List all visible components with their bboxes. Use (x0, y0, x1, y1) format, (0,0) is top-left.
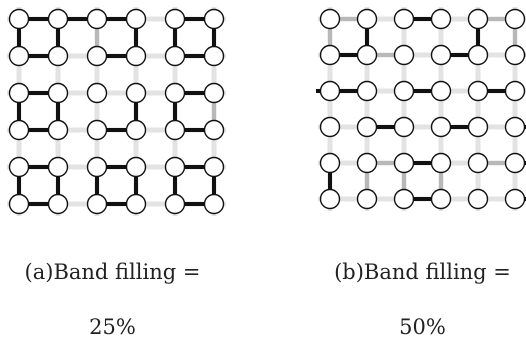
panel-b-lattice (316, 7, 526, 211)
lattice-site (504, 188, 526, 210)
lattice-site (393, 44, 415, 66)
lattice-site (203, 156, 225, 178)
lattice-site (164, 8, 186, 30)
lattice-site (47, 119, 69, 141)
lattice-site (467, 8, 489, 30)
lattice-site (430, 8, 452, 30)
lattice-site (504, 44, 526, 66)
lattice-site (8, 193, 30, 215)
lattice-site (47, 45, 69, 67)
lattice-site (86, 45, 108, 67)
lattice-site (47, 82, 69, 104)
band-filling-figure (7, 7, 526, 216)
lattice-site (319, 8, 341, 30)
lattice-site (125, 45, 147, 67)
lattice-site (8, 45, 30, 67)
lattice-site (8, 156, 30, 178)
lattice-site (356, 8, 378, 30)
lattice-site (125, 193, 147, 215)
lattice-site (86, 8, 108, 30)
lattice-site (467, 44, 489, 66)
lattice-site (356, 116, 378, 138)
lattice-site (8, 8, 30, 30)
lattice-site (430, 188, 452, 210)
lattice-site (164, 82, 186, 104)
lattice-site (430, 44, 452, 66)
lattice-site (356, 80, 378, 102)
lattice-site (467, 152, 489, 174)
panel-a-lattice (7, 7, 226, 216)
lattice-site (8, 119, 30, 141)
lattice-site (86, 193, 108, 215)
panel-a-percentage: 25% (89, 315, 136, 339)
lattice-site (393, 80, 415, 102)
lattice-site (164, 193, 186, 215)
lattice-site (125, 82, 147, 104)
lattice-site (356, 44, 378, 66)
lattice-site (86, 119, 108, 141)
panel-b-caption: (b)Band filling = (334, 260, 511, 284)
lattice-site (467, 80, 489, 102)
lattice-site (86, 82, 108, 104)
panel-a-caption: (a)Band filling = (24, 260, 201, 284)
lattice-site (203, 45, 225, 67)
lattice-site (504, 152, 526, 174)
lattice-site (393, 152, 415, 174)
lattice-site (393, 116, 415, 138)
lattice-site (319, 116, 341, 138)
lattice-site (467, 188, 489, 210)
lattice-site (430, 116, 452, 138)
lattice-site (319, 44, 341, 66)
lattice-site (203, 8, 225, 30)
lattice-site (125, 8, 147, 30)
panel-b-percentage: 50% (399, 315, 446, 339)
lattice-site (125, 119, 147, 141)
lattice-site (203, 82, 225, 104)
lattice-site (356, 152, 378, 174)
lattice-site (504, 8, 526, 30)
lattice-site (203, 119, 225, 141)
lattice-site (319, 188, 341, 210)
lattice-site (47, 8, 69, 30)
lattice-site (504, 80, 526, 102)
lattice-site (393, 8, 415, 30)
lattice-site (504, 116, 526, 138)
lattice-site (203, 193, 225, 215)
lattice-site (8, 82, 30, 104)
lattice-site (393, 188, 415, 210)
lattice-site (47, 193, 69, 215)
lattice-site (319, 80, 341, 102)
lattice-site (164, 156, 186, 178)
lattice-site (164, 45, 186, 67)
lattice-site (467, 116, 489, 138)
lattice-site (356, 188, 378, 210)
lattice-site (86, 156, 108, 178)
lattice-site (430, 80, 452, 102)
lattice-site (319, 152, 341, 174)
lattice-site (164, 119, 186, 141)
lattice-site (47, 156, 69, 178)
lattice-site (125, 156, 147, 178)
lattice-site (430, 152, 452, 174)
